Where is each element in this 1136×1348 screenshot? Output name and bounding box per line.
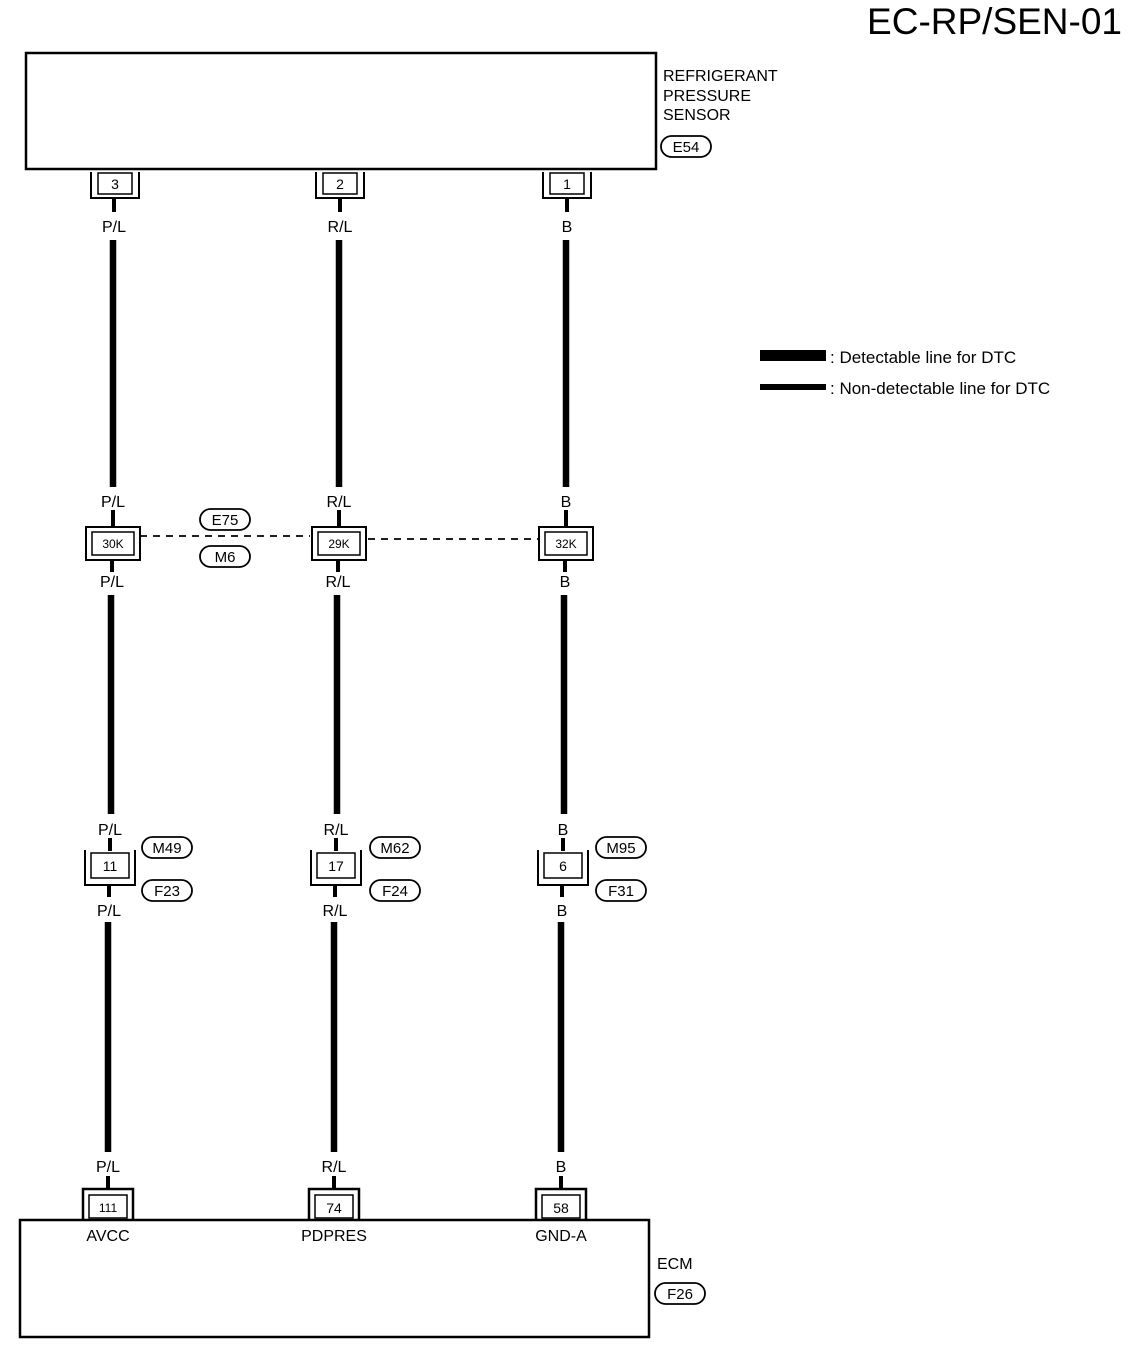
ecm-terminal-gnd-a: GND-A [535, 1228, 587, 1245]
connector-code-m62 [369, 836, 421, 859]
wire-color-label: B [557, 903, 568, 920]
svg-text:17: 17 [328, 858, 344, 874]
sensor-box [24, 51, 658, 171]
sensor-connector-code: E54 [660, 135, 712, 158]
svg-text:F31: F31 [608, 883, 634, 900]
wire-color-label: B [561, 494, 572, 511]
wire-b: B B B B B B [556, 198, 573, 1190]
svg-text:F24: F24 [382, 883, 408, 900]
sensor-pin-2: 2 [315, 172, 365, 199]
wire-pl: P/L P/L P/L P/L P/L P/L [96, 198, 126, 1190]
wire-color-label: B [562, 219, 573, 236]
sensor-name-line-1: REFRIGERANT [663, 68, 778, 85]
svg-text:3: 3 [111, 176, 119, 192]
svg-text:M62: M62 [380, 840, 409, 857]
svg-text:74: 74 [326, 1200, 342, 1216]
svg-text:11: 11 [103, 858, 118, 874]
wire-color-label: B [558, 822, 569, 839]
wire-color-label: B [560, 574, 571, 591]
svg-text:F26: F26 [667, 1286, 693, 1303]
wire-color-label: B [556, 1159, 567, 1176]
wire-color-label: R/L [323, 903, 348, 920]
sensor-name-line-2: PRESSURE [663, 88, 751, 105]
ecm-pin-111: 111 [81, 1187, 135, 1220]
svg-text:E75: E75 [212, 512, 239, 529]
svg-text:F23: F23 [154, 883, 180, 900]
svg-text:1: 1 [563, 176, 571, 192]
page-code: EC-RP/SEN-01 [867, 1, 1122, 42]
wire-color-label: P/L [97, 903, 121, 920]
wire-color-label: R/L [322, 1159, 347, 1176]
ecm-pin-58: 58 [534, 1187, 588, 1220]
joint-pin-32k: 32K [538, 526, 594, 561]
svg-text:32K: 32K [555, 537, 576, 551]
svg-text:29K: 29K [328, 537, 349, 551]
connector-code-f23 [141, 879, 193, 902]
connector-code-m95 [595, 836, 647, 859]
ecm-terminal-pdpres: PDPRES [301, 1228, 367, 1245]
svg-text:30K: 30K [102, 537, 123, 551]
ecm-name: ECM [657, 1256, 693, 1273]
legend-non-detectable-swatch [760, 384, 826, 390]
ecm-connector-code: F26 [654, 1282, 706, 1305]
inline-connector-pl: 11 M49 F23 [84, 836, 193, 902]
connector-code-f24 [369, 879, 421, 902]
wire-color-label: P/L [102, 219, 126, 236]
wire-color-label: R/L [327, 494, 352, 511]
joint-code-m6: M6 [199, 545, 251, 568]
wire-rl: R/L R/L R/L R/L R/L R/L [322, 198, 353, 1190]
joint-connector: 30K 29K 32K E75 M6 [85, 508, 594, 568]
legend-detectable-label: : Detectable line for DTC [830, 348, 1016, 367]
joint-pin-29k: 29K [311, 526, 367, 561]
svg-text:6: 6 [559, 858, 567, 874]
svg-text:M95: M95 [606, 840, 635, 857]
inline-connector-rl: 17 M62 F24 [310, 836, 421, 902]
sensor-pin-1: 1 [542, 172, 592, 199]
connector-code-f31 [595, 879, 647, 902]
ecm-terminal-avcc: AVCC [86, 1228, 129, 1245]
svg-text:58: 58 [553, 1200, 569, 1216]
joint-code-e75: E75 [199, 508, 251, 531]
wire-color-label: P/L [98, 822, 122, 839]
legend: : Detectable line for DTC : Non-detectab… [760, 348, 1050, 398]
ecm-pin-74: 74 [307, 1187, 361, 1220]
svg-text:111: 111 [99, 1201, 118, 1215]
wire-color-label: R/L [326, 574, 351, 591]
joint-pin-30k: 30K [85, 526, 141, 561]
wire-color-label: R/L [328, 219, 353, 236]
svg-text:E54: E54 [673, 139, 700, 156]
sensor-name-line-3: SENSOR [663, 107, 731, 124]
legend-detectable-swatch [760, 350, 826, 361]
wire-color-label: R/L [324, 822, 349, 839]
svg-text:M6: M6 [215, 549, 236, 566]
connector-code-m49 [141, 836, 193, 859]
svg-text:M49: M49 [152, 840, 181, 857]
wire-color-label: P/L [101, 494, 125, 511]
legend-non-detectable-label: : Non-detectable line for DTC [830, 379, 1050, 398]
svg-text:2: 2 [336, 176, 344, 192]
ecm-box [18, 1218, 651, 1339]
inline-connector-b: 6 M95 F31 [537, 836, 647, 902]
wire-color-label: P/L [96, 1159, 120, 1176]
sensor-pin-3: 3 [90, 172, 140, 199]
wire-color-label: P/L [100, 574, 124, 591]
